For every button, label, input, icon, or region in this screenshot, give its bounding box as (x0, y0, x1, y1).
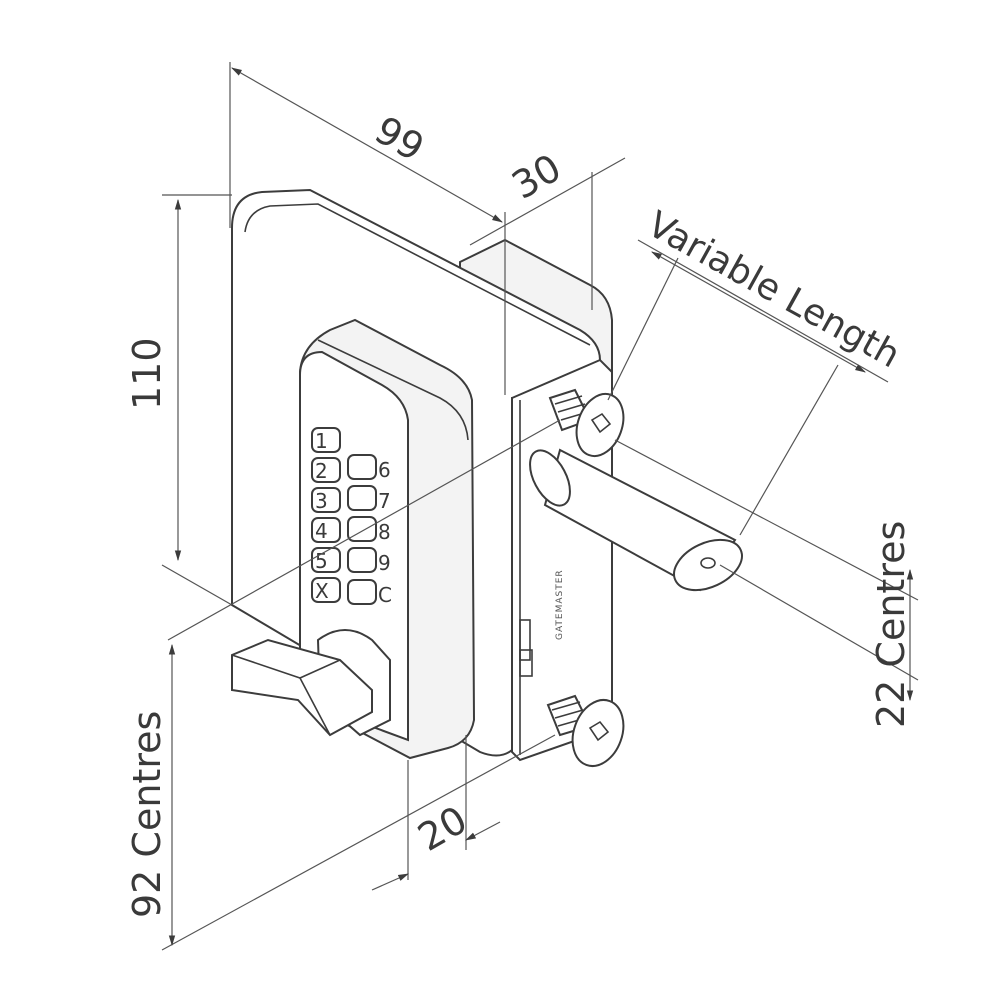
key-label: 5 (315, 549, 328, 573)
keypad-buttons: 1 2 3 4 5 X 6 7 8 9 C (311, 427, 392, 607)
key-button (311, 427, 341, 453)
key-label: 2 (315, 459, 328, 483)
depth-label: 30 (505, 146, 569, 208)
key-button (311, 457, 341, 483)
key-label: 8 (378, 520, 391, 544)
height-label: 110 (125, 337, 169, 410)
key-button (347, 485, 377, 511)
bolt-length-label: Variable Length (641, 204, 907, 376)
key-button (311, 547, 341, 573)
bolt-cylinder (529, 448, 743, 592)
key-button (347, 579, 377, 605)
fixing-centres-label: 92 Centres (125, 711, 169, 918)
key-label: 4 (315, 519, 328, 543)
bolt-centres-label: 22 Centres (869, 521, 913, 728)
key-label: 6 (378, 458, 391, 482)
keypad-left-column: 1 2 3 4 5 X (311, 427, 341, 603)
key-button (347, 516, 377, 542)
thumb-turn-knob (231, 629, 391, 737)
keypad-right-column: 6 7 8 9 C (347, 454, 392, 607)
key-label: 9 (378, 551, 391, 575)
key-button (311, 517, 341, 543)
key-label: 7 (378, 489, 391, 513)
dimension-lines (161, 62, 919, 951)
thickness-label: 20 (411, 798, 475, 860)
bottom-screw (546, 694, 625, 767)
brand-label: GATEMASTER (555, 569, 565, 640)
key-label: X (315, 579, 329, 603)
key-label: C (378, 583, 392, 607)
key-label: 3 (315, 489, 328, 513)
key-button (347, 454, 377, 480)
key-label: 1 (315, 429, 328, 453)
key-button (311, 487, 341, 513)
width-label: 99 (368, 108, 432, 170)
key-button (347, 547, 377, 573)
key-button (311, 577, 341, 603)
